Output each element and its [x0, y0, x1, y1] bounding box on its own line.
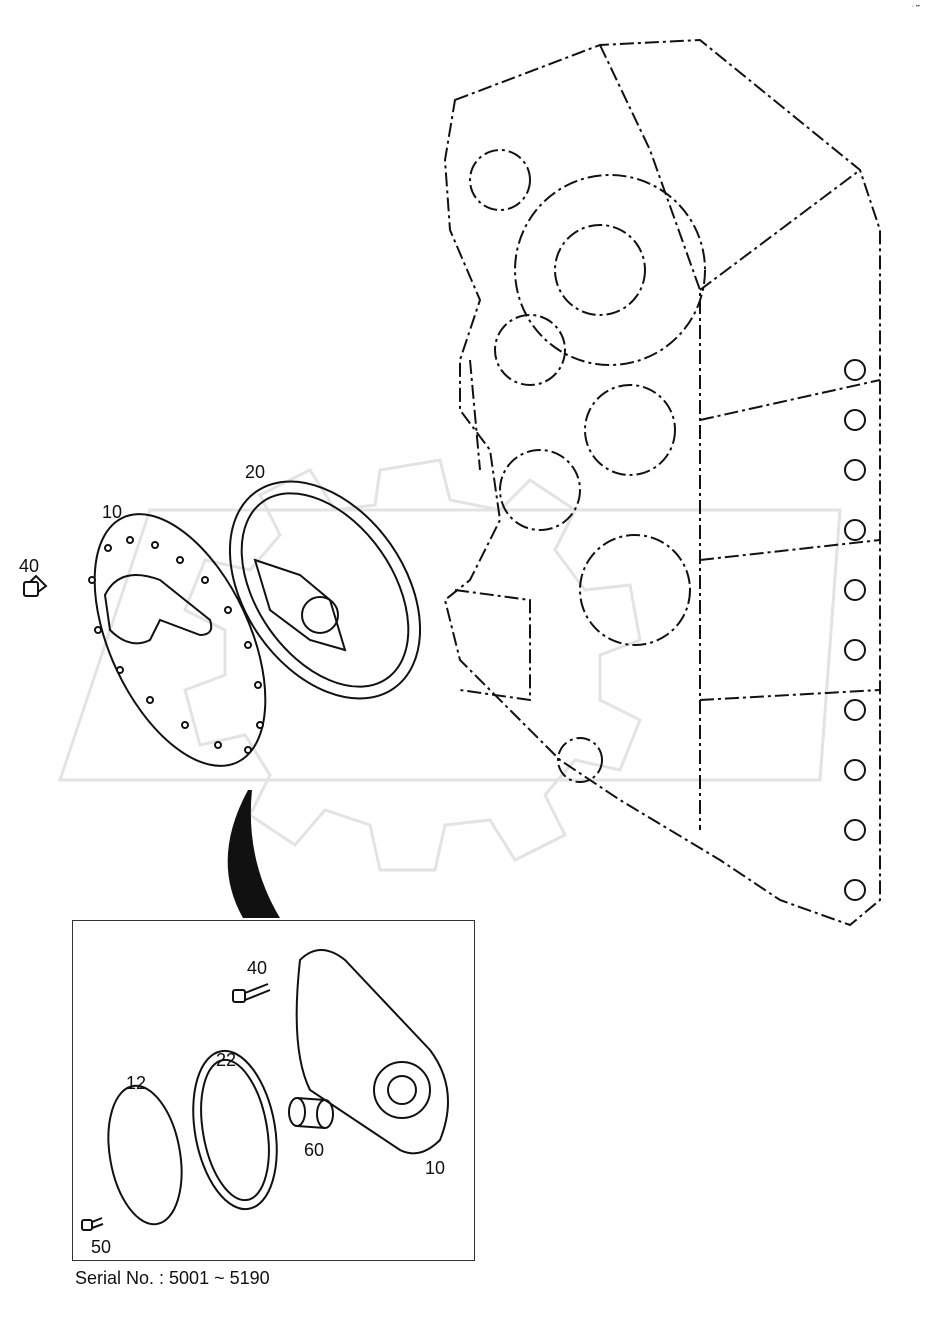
inset-gasket-22	[192, 1049, 278, 1211]
inset-detail-box	[72, 920, 475, 1261]
callout-40: 40	[19, 556, 40, 576]
inset-callout-60: 60	[304, 1140, 325, 1160]
corner-mark: ◦ ••	[912, 4, 920, 10]
bolt-40	[23, 574, 48, 597]
housing-bolts	[844, 359, 866, 901]
cover-plate-10	[88, 513, 267, 767]
callout-10: 10	[102, 502, 123, 522]
inset-cover-10	[295, 949, 449, 1155]
inset-callout-50: 50	[91, 1237, 112, 1257]
inset-callout-10: 10	[425, 1158, 446, 1178]
callout-20: 20	[245, 462, 266, 482]
inset-callout-12: 12	[126, 1073, 147, 1093]
inset-plate-12	[107, 1084, 183, 1226]
gasket-20	[228, 480, 422, 700]
inset-bushing-60	[288, 1097, 334, 1129]
watermark-logo	[57, 458, 842, 872]
serial-number-range: Serial No. : 5001 ~ 5190	[75, 1268, 270, 1288]
inset-callout-40: 40	[247, 958, 268, 978]
inset-bolt-50	[81, 1217, 104, 1231]
detail-arrow	[227, 790, 280, 918]
inset-callout-22: 22	[216, 1050, 237, 1070]
inset-bolt-40	[232, 983, 271, 1003]
transmission-housing	[443, 38, 881, 927]
